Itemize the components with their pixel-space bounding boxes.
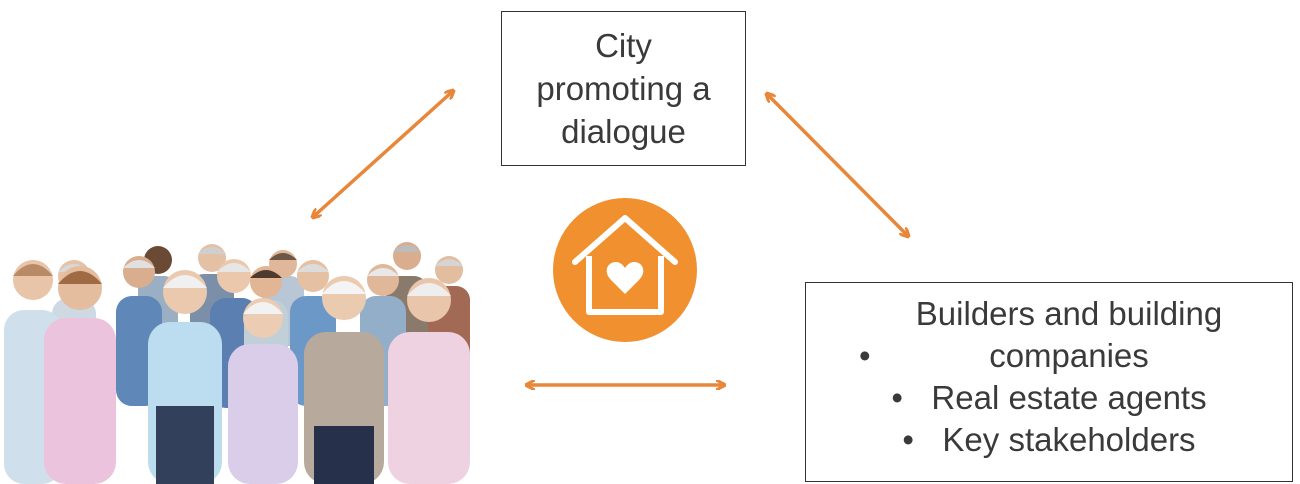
stakeholder-label: Builders and building companies: [915, 295, 1223, 374]
person-figure: [228, 298, 298, 484]
bullet: •: [891, 379, 903, 416]
bullet: •: [902, 421, 914, 458]
bullet: •: [859, 337, 871, 374]
stakeholder-list: • Builders and building companies • Real e…: [806, 293, 1292, 461]
stakeholders-box: • Builders and building companies • Real e…: [805, 282, 1293, 482]
stakeholder-label: Key stakeholders: [942, 421, 1196, 458]
person-figure: [44, 266, 116, 484]
city-box: City promoting a dialogue: [501, 11, 746, 166]
city-box-label: City promoting a dialogue: [536, 27, 711, 150]
stakeholder-item: • Builders and building companies: [806, 293, 1292, 377]
person-figure: [304, 276, 384, 484]
person-figure: [388, 278, 470, 484]
senior-people-group-photo: [4, 242, 470, 484]
stakeholder-item: • Real estate agents: [806, 377, 1292, 419]
stakeholder-item: • Key stakeholders: [806, 419, 1292, 461]
arrow-city-stakeholders: [767, 94, 908, 236]
house-heart-icon: [553, 198, 697, 342]
person-figure: [148, 270, 222, 484]
stakeholder-label: Real estate agents: [931, 379, 1207, 416]
arrow-residents-city: [313, 91, 453, 217]
